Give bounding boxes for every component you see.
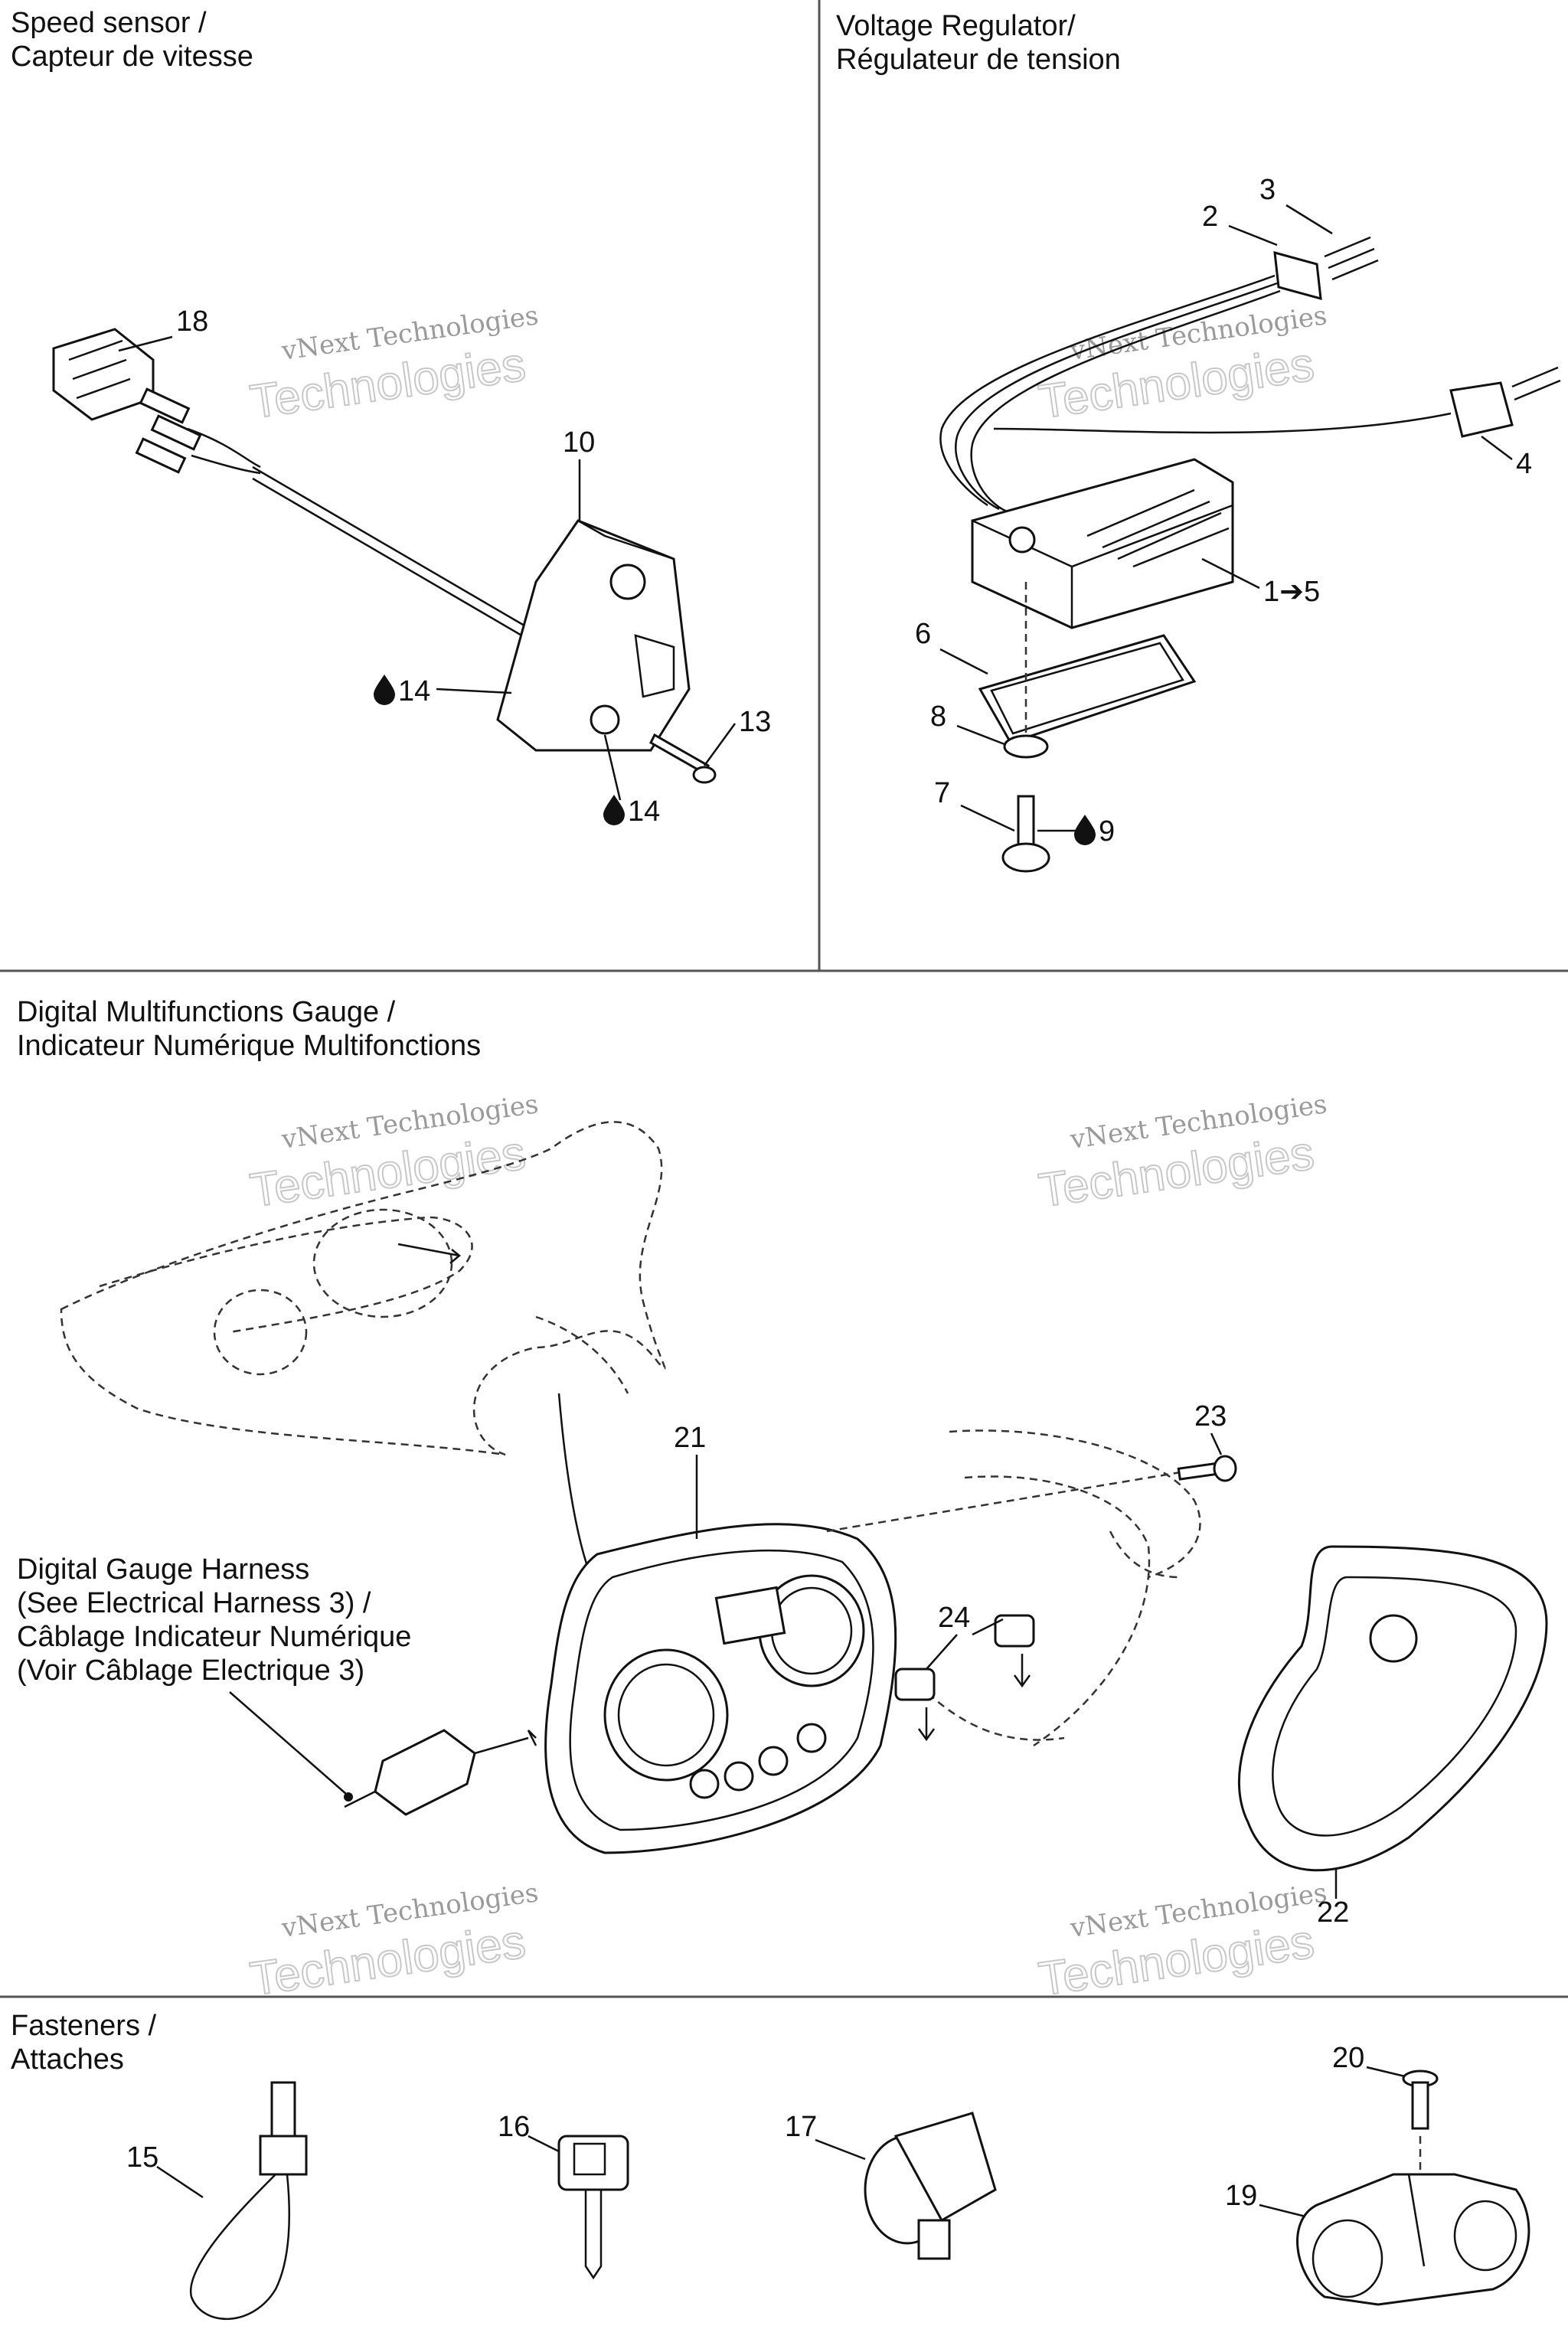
callout-24: 24 bbox=[938, 1602, 970, 1634]
harness-connector bbox=[344, 1729, 537, 1816]
voltage-regulator-body bbox=[971, 458, 1234, 629]
callout-21: 21 bbox=[674, 1422, 706, 1454]
callout-10: 10 bbox=[563, 426, 595, 459]
push-nut-16-icon bbox=[557, 2135, 629, 2280]
callout-15: 15 bbox=[126, 2141, 158, 2174]
callout-3: 3 bbox=[1259, 174, 1276, 206]
gauge-bezel-22 bbox=[1238, 1545, 1548, 1872]
callout-7: 7 bbox=[934, 777, 950, 809]
fasteners-title: Fasteners / Attaches bbox=[11, 2010, 157, 2076]
callouts-speed-sensor: 18 10 14 13 14 bbox=[118, 305, 771, 828]
callout-14b: 14 bbox=[628, 795, 660, 828]
screw-23-icon bbox=[1177, 1455, 1237, 1482]
callout-4: 4 bbox=[1516, 448, 1532, 480]
callout-1-5: 1➔5 bbox=[1263, 576, 1320, 608]
digital-gauge-body bbox=[544, 1523, 897, 1854]
oil-drop-icon bbox=[603, 795, 625, 825]
callout-17: 17 bbox=[785, 2111, 817, 2143]
cable-tie-15-icon bbox=[189, 2081, 308, 2321]
callout-6: 6 bbox=[915, 618, 931, 650]
clamp-17-icon bbox=[864, 2112, 997, 2260]
digital-gauge-title: Digital Multifunctions Gauge / Indicateu… bbox=[17, 996, 482, 1062]
voltage-regulator-title: Voltage Regulator/ Régulateur de tension bbox=[836, 10, 1121, 76]
oil-drop-icon bbox=[374, 675, 395, 705]
speed-sensor-connector bbox=[52, 328, 261, 475]
callout-9: 9 bbox=[1099, 815, 1115, 848]
regulator-wires bbox=[939, 274, 1452, 514]
regulator-connector-2 bbox=[1273, 236, 1379, 301]
double-clamp-19-icon bbox=[1296, 2173, 1530, 2306]
callout-2: 2 bbox=[1202, 201, 1218, 233]
callouts-fasteners: 15 16 17 20 19 bbox=[126, 2042, 1406, 2218]
regulator-gasket-6 bbox=[978, 634, 1197, 744]
callout-22: 22 bbox=[1317, 1896, 1349, 1929]
speed-sensor-body bbox=[496, 519, 691, 752]
speed-sensor-wire bbox=[252, 466, 529, 641]
handlebar-cover bbox=[60, 1121, 666, 1456]
screw-7-icon bbox=[1001, 795, 1050, 873]
washer-8-icon bbox=[1003, 734, 1049, 759]
callout-19: 19 bbox=[1225, 2180, 1257, 2212]
callout-14a: 14 bbox=[398, 675, 430, 707]
harness-note: Digital Gauge Harness (See Electrical Ha… bbox=[17, 1553, 412, 1687]
callout-16: 16 bbox=[498, 2111, 530, 2143]
dashboard-outline bbox=[918, 1429, 1201, 1747]
screw-13-icon bbox=[649, 733, 717, 784]
callout-13: 13 bbox=[739, 706, 771, 738]
regulator-connector-4 bbox=[1449, 366, 1561, 438]
cover-arrow bbox=[397, 1243, 461, 1264]
screw-20-icon bbox=[1402, 2069, 1439, 2182]
callouts-voltage-regulator: 3 2 4 1➔5 6 8 7 9 bbox=[915, 174, 1532, 848]
callouts-digital-gauge: 21 23 24 22 bbox=[229, 1400, 1349, 1929]
speed-sensor-title: Speed sensor / Capteur de vitesse bbox=[11, 7, 253, 73]
callout-18: 18 bbox=[176, 305, 208, 338]
clips-24-icon bbox=[894, 1614, 1035, 1742]
callout-20: 20 bbox=[1332, 2042, 1364, 2074]
callout-23: 23 bbox=[1194, 1400, 1227, 1432]
callout-8: 8 bbox=[930, 701, 946, 733]
